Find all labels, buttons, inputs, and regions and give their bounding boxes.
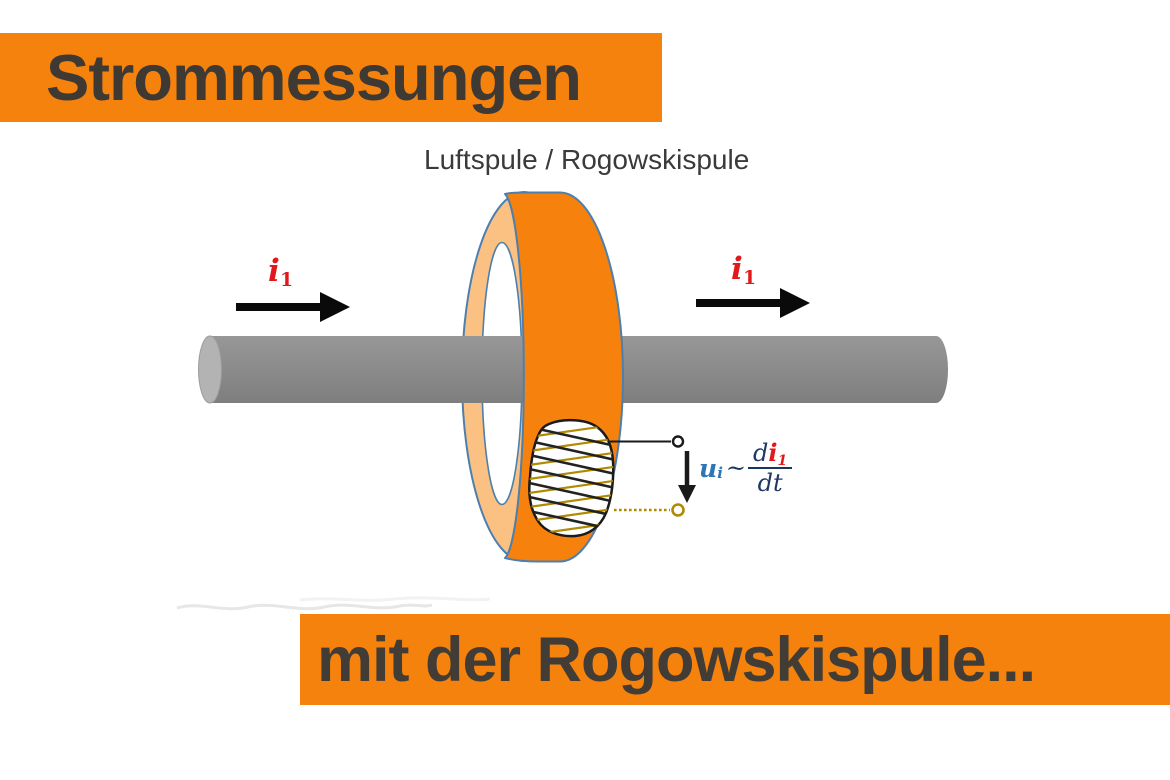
footer-title: mit der Rogowskispule... [317,624,1036,695]
bottom-title-banner: mit der Rogowskispule... [300,614,1170,705]
differential-d: d [753,439,769,467]
current-arrow-right [696,288,810,318]
terminal-bottom [671,503,685,517]
voltage-arrow [678,451,696,503]
current-label-right: i1 [731,251,756,289]
diagram-caption: Luftspule / Rogowskispule [424,144,750,175]
winding-patch [528,418,615,538]
numerator-subscript: 1 [777,453,788,470]
numerator-current: i [768,438,778,467]
faint-scribble [176,596,491,611]
terminal-wires [610,435,696,517]
terminal-top [671,435,685,448]
current-symbol: i [731,251,743,287]
winding-wires [529,422,614,537]
current-label-left: i1 [268,253,293,291]
rod-end-cap [198,335,222,404]
fraction-denominator: dt [757,469,783,497]
current-symbol: i [268,253,280,289]
top-title-banner: Strommessungen [0,33,662,122]
voltage-symbol: u [699,453,718,483]
current-subscript: 1 [743,268,757,290]
proportional-tilde: ~ [725,454,746,482]
page-title: Strommessungen [46,41,582,114]
current-arrow-left [236,292,350,322]
voltage-subscript: i [717,464,723,483]
current-subscript: 1 [280,270,294,292]
